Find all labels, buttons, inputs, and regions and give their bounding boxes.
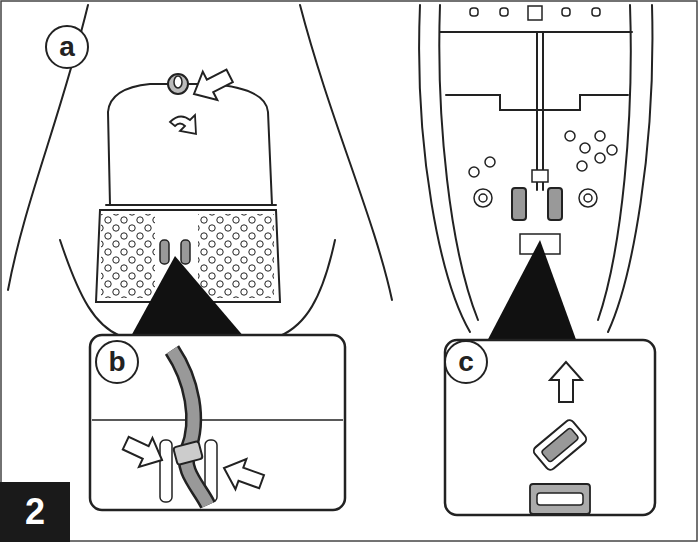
step-label: c <box>458 348 474 376</box>
step-letter-badge: a <box>45 25 89 69</box>
step-letter-badge: c <box>444 340 488 384</box>
step-letter-badge: b <box>95 340 139 384</box>
step-label: 2 <box>25 494 45 530</box>
step-label: b <box>108 348 125 376</box>
step-label: a <box>59 33 75 61</box>
step-number-box: 2 <box>0 482 70 542</box>
